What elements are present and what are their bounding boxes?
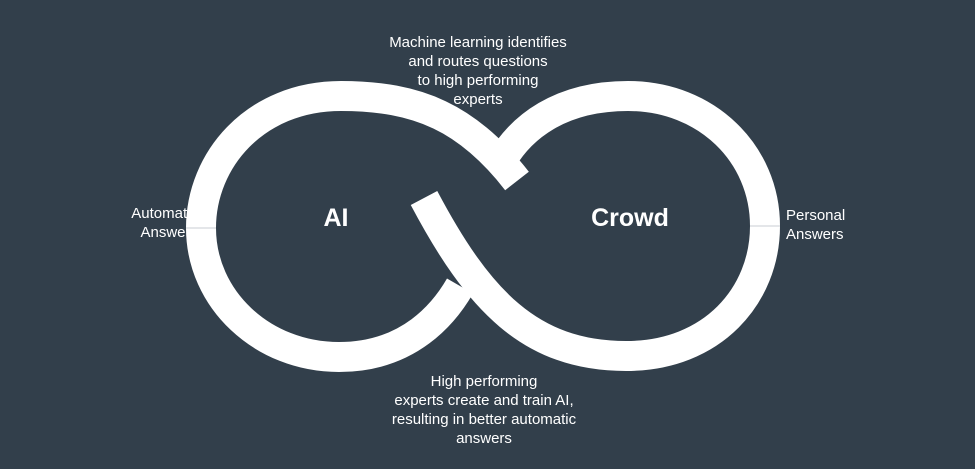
top-caption-line: Machine learning identifies [389, 34, 567, 51]
personal-answers-label: Personal Answers [786, 206, 926, 244]
automatic-answers-line: Answers [140, 224, 198, 241]
top-caption-line: experts [453, 91, 503, 108]
personal-answers-line: Personal [786, 207, 846, 224]
ai-node-label: AI [323, 204, 349, 232]
bottom-caption-line: experts create and train AI, [394, 392, 574, 409]
automatic-answers-line: Automatic [131, 205, 198, 222]
bottom-caption-line: answers [456, 430, 512, 447]
top-caption: Machine learning identifies and routes q… [347, 33, 609, 109]
top-caption-line: and routes questions [408, 53, 548, 70]
personal-answers-line: Answers [786, 226, 844, 243]
automatic-answers-label: Automatic Answers [60, 204, 198, 242]
top-caption-line: to high performing [417, 72, 539, 89]
crowd-node-label: Crowd [591, 204, 669, 232]
infinity-right-lobe [410, 80, 781, 372]
bottom-caption: High performing experts create and train… [349, 372, 619, 448]
bottom-caption-line: resulting in better automatic [391, 411, 577, 428]
bottom-caption-line: High performing [430, 373, 538, 390]
